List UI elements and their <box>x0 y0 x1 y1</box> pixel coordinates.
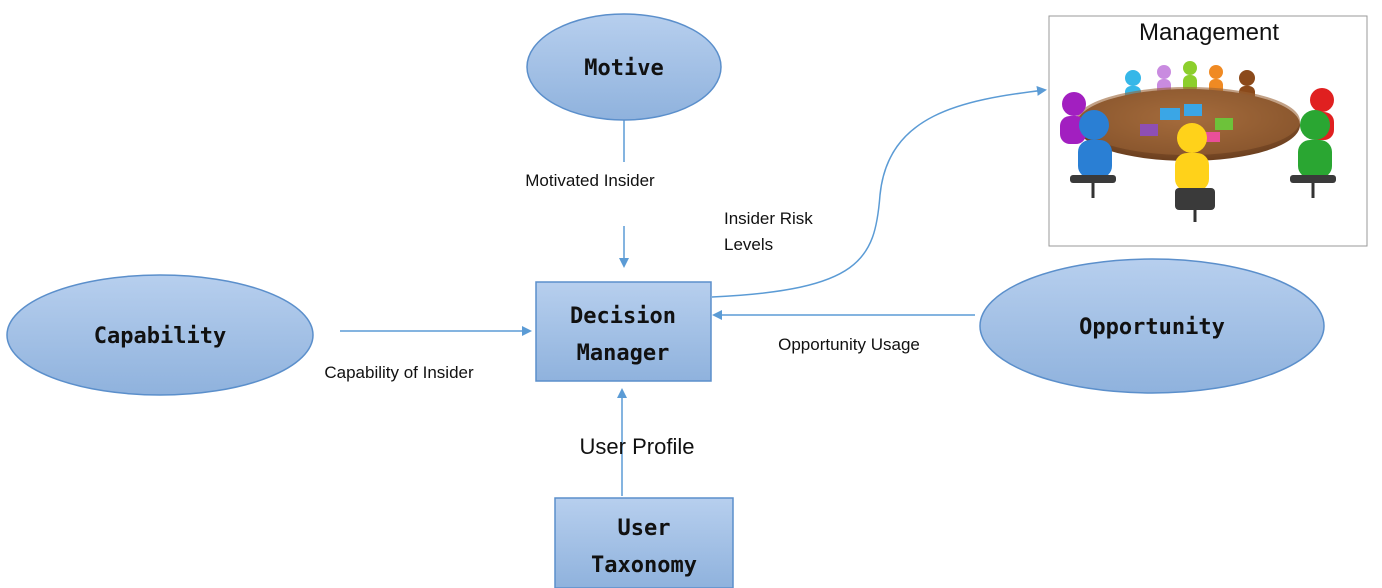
node-capability-label: Capability <box>94 324 226 349</box>
label-insider-risk-line1: Insider Risk <box>724 209 813 228</box>
label-user-profile: User Profile <box>580 434 695 459</box>
label-capability-of-insider: Capability of Insider <box>324 363 474 382</box>
node-user-taxonomy-line2: Taxonomy <box>591 553 697 578</box>
node-user-taxonomy-line1: User <box>618 516 671 541</box>
edge-decision-to-management <box>711 85 1047 298</box>
node-capability: Capability <box>6 274 314 396</box>
node-motive: Motive <box>526 13 722 121</box>
node-management: Management <box>1048 15 1368 247</box>
node-opportunity: Opportunity <box>979 258 1325 394</box>
node-decision-manager: Decision Manager <box>535 281 712 382</box>
node-decision-manager-line2: Manager <box>577 341 670 366</box>
node-management-label: Management <box>1139 19 1279 46</box>
label-motivated-insider: Motivated Insider <box>525 171 655 190</box>
label-opportunity-usage: Opportunity Usage <box>778 335 920 354</box>
label-insider-risk-line2: Levels <box>724 235 773 254</box>
meeting-table-icon <box>1060 61 1336 222</box>
node-user-taxonomy: User Taxonomy <box>554 497 734 588</box>
node-opportunity-label: Opportunity <box>1079 315 1225 340</box>
node-motive-label: Motive <box>584 56 663 81</box>
node-decision-manager-line1: Decision <box>570 304 676 329</box>
